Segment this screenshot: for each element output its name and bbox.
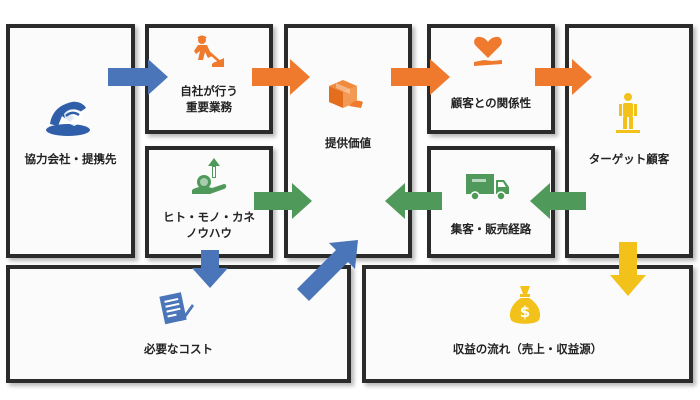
arrow-resources-to-costs [192,250,228,288]
customer-segments-box [565,24,693,258]
arrow-relationship-to-customers [535,59,592,95]
partners-box [6,24,135,258]
activities-label-line2: 重要業務 [186,100,232,114]
arrow-channels-to-value [385,183,442,219]
resources-label-line1: ヒト・モノ・カネ [163,210,255,224]
delivery-truck-icon [466,174,509,201]
relationship-label: 顧客との関係性 [450,96,532,110]
worker-digging-icon [194,35,224,67]
revenue-label: 収益の流れ（売上・収益源） [452,342,603,356]
arrow-resources-to-value [254,183,312,219]
document-with-pen-icon [159,292,194,325]
person-standing-icon [616,93,640,133]
activities-label-line1: 自社が行う [180,84,238,98]
revenue-streams-box [362,265,693,383]
arrow-costs-to-value [297,240,358,301]
cost-structure-box [6,265,351,383]
handshake-icon [46,101,90,136]
resources-label-line2: ノウハウ [186,226,232,240]
svg-text:$: $ [520,303,530,321]
customers-label: ターゲット顧客 [588,152,670,166]
partners-label: 協力会社・提携先 [24,152,117,166]
arrow-value-to-relationship [391,59,450,95]
arrow-activities-to-value [252,59,310,95]
channels-label: 集客・販売経路 [450,222,532,236]
gift-box-icon [329,80,363,108]
costs-label: 必要なコスト [144,342,213,356]
value-label: 提供価値 [325,136,371,150]
hand-with-coin-growth-icon [192,158,227,194]
arrow-partners-to-activities [108,59,168,95]
arrow-customers-to-revenue [610,242,646,296]
heart-in-hand-icon [474,36,502,66]
arrow-customers-to-channels [530,183,586,219]
money-bag-icon: $ [509,286,541,324]
